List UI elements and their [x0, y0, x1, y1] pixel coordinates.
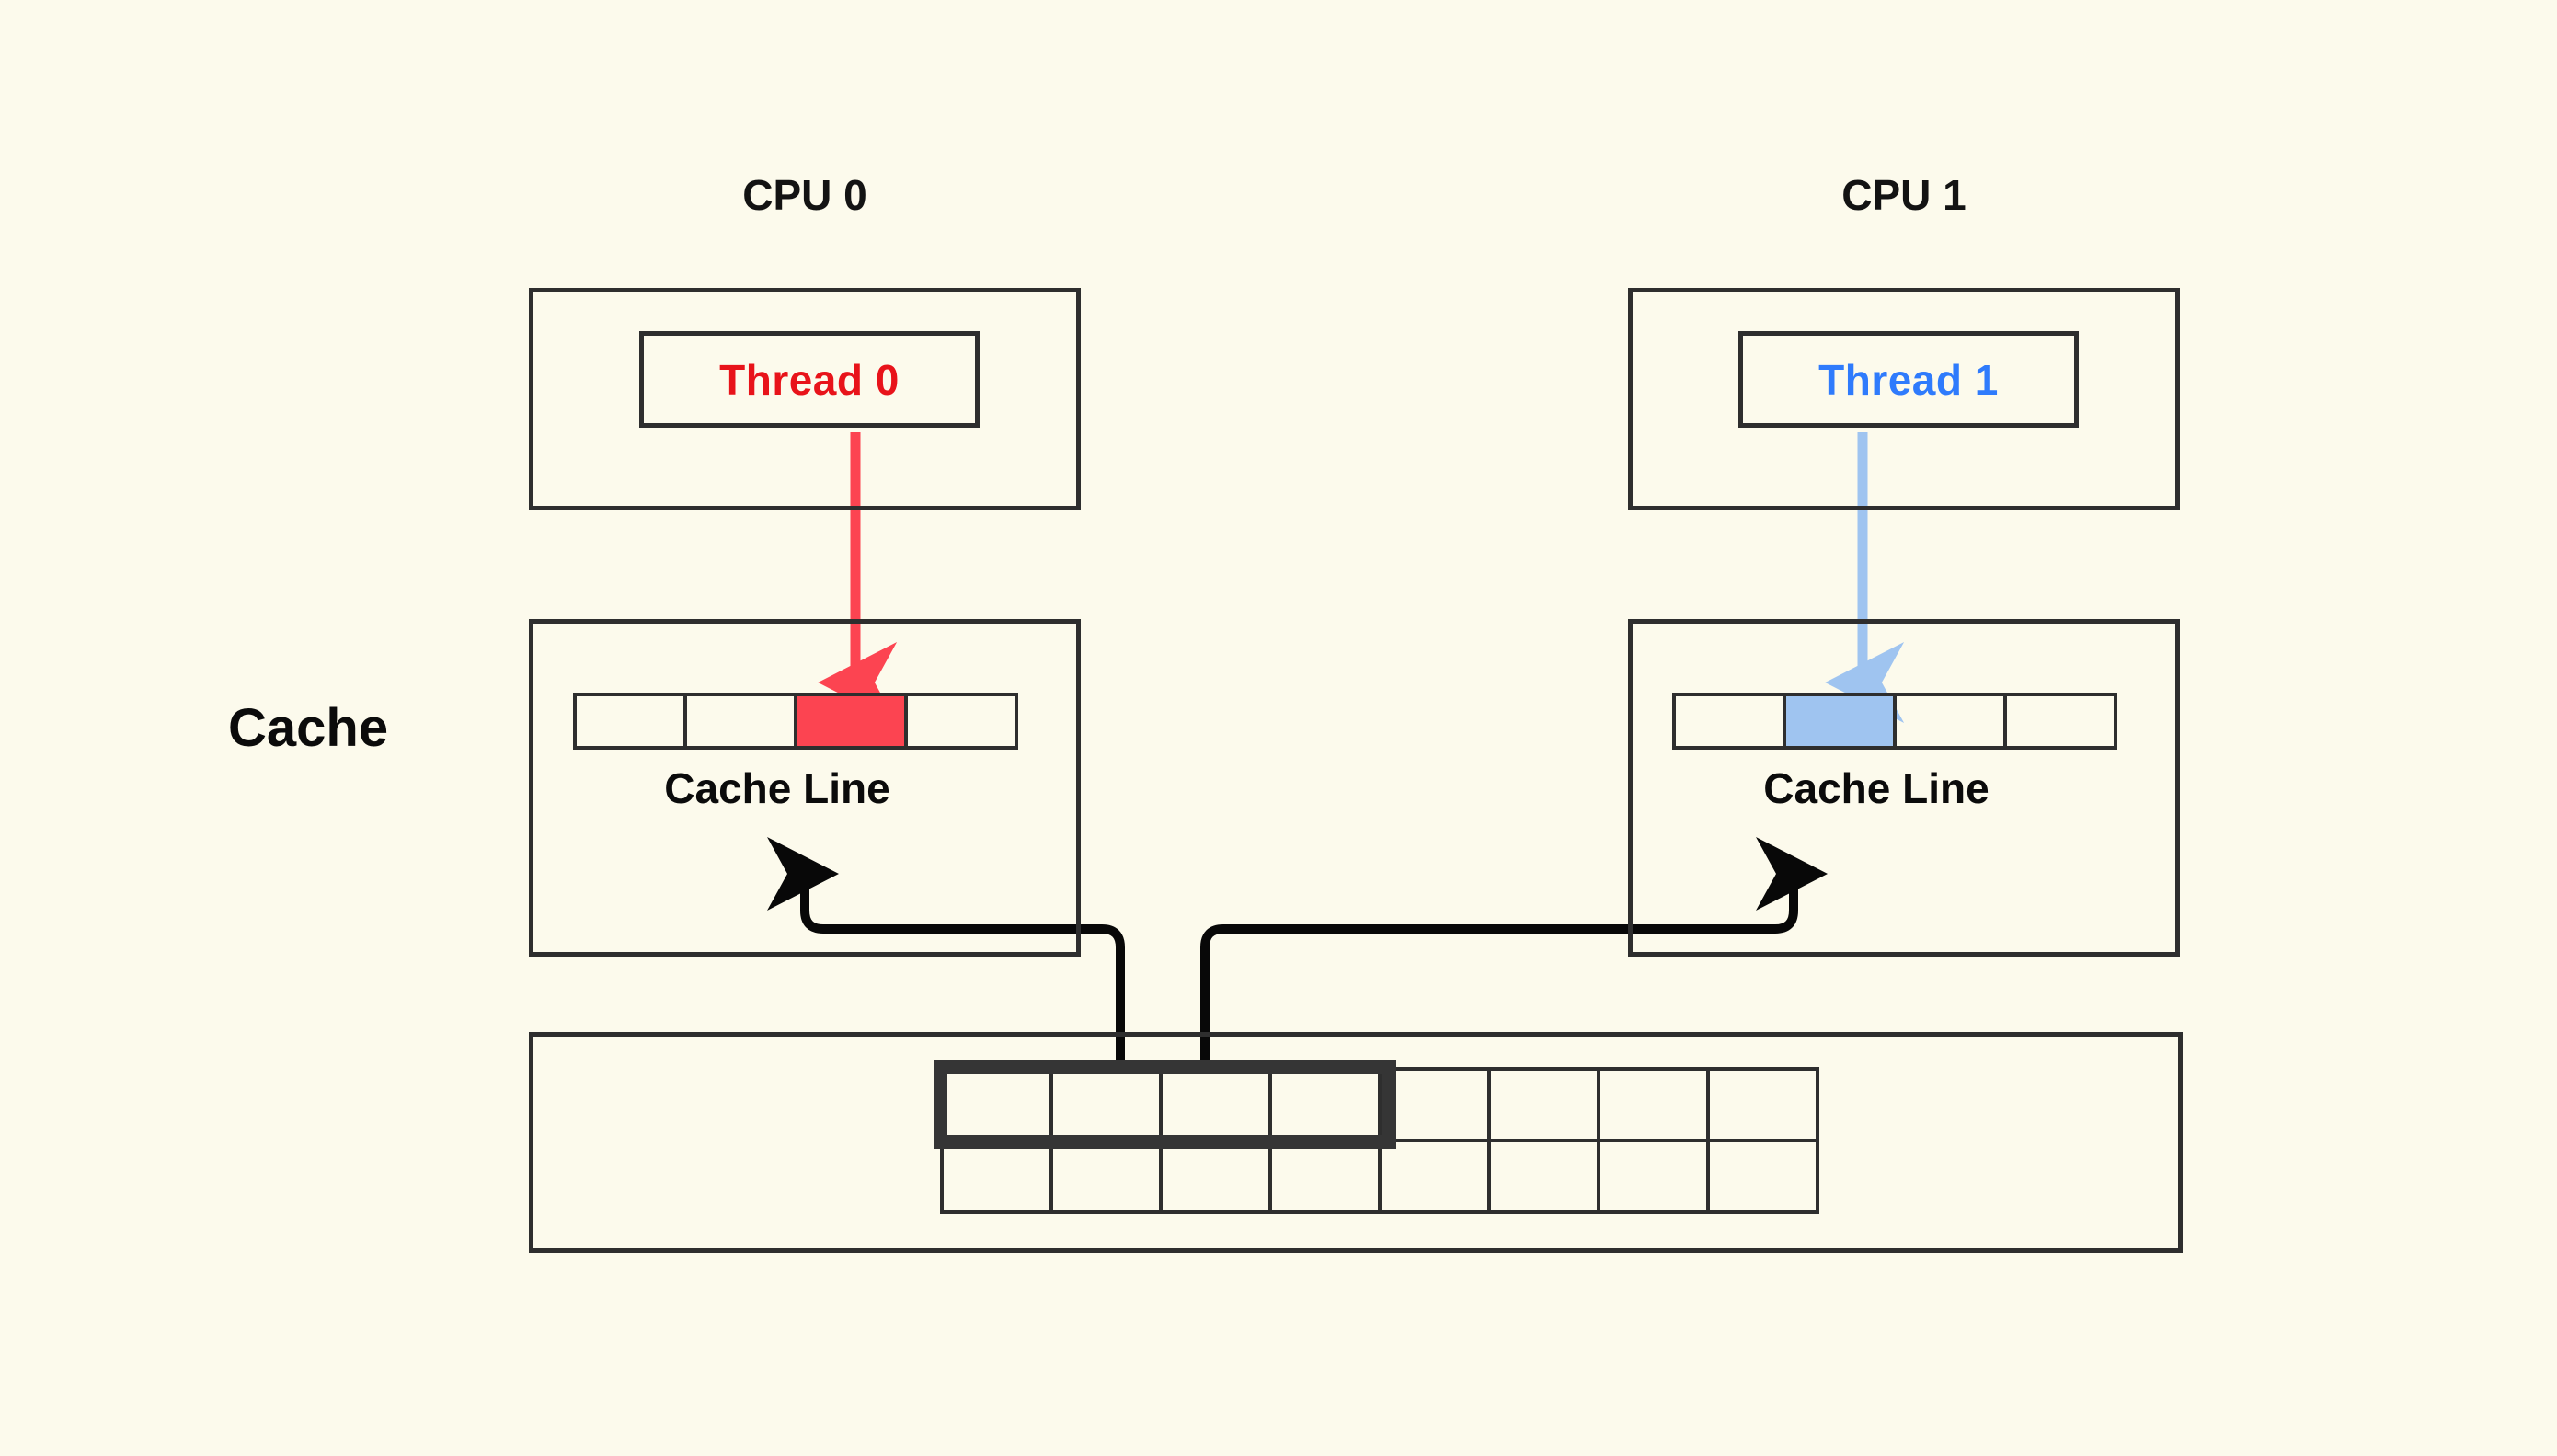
- cpu0-cache-cell-2[interactable]: [794, 693, 908, 750]
- cpu1-cache-line: [1672, 693, 2117, 750]
- cpu0-cache-box: Cache Line: [529, 619, 1081, 957]
- memory-cell-0-4[interactable]: [1378, 1067, 1491, 1142]
- memory-cell-0-7[interactable]: [1706, 1067, 1819, 1142]
- memory-cell-1-5[interactable]: [1487, 1139, 1600, 1214]
- memory-cell-0-5[interactable]: [1487, 1067, 1600, 1142]
- memory-cell-0-3[interactable]: [1268, 1067, 1382, 1142]
- cpu0-cache-cell-3[interactable]: [904, 693, 1018, 750]
- memory-cell-0-2[interactable]: [1159, 1067, 1272, 1142]
- cpu1-cache-cell-0[interactable]: [1672, 693, 1786, 750]
- memory-cell-0-1[interactable]: [1049, 1067, 1163, 1142]
- memory-cell-1-0[interactable]: [940, 1139, 1053, 1214]
- memory-cell-1-3[interactable]: [1268, 1139, 1382, 1214]
- memory-cell-0-6[interactable]: [1597, 1067, 1710, 1142]
- memory-box: [529, 1032, 2183, 1253]
- cpu0-cache-cell-1[interactable]: [683, 693, 797, 750]
- memory-row-1: [940, 1139, 1819, 1214]
- memory-grid: [940, 1067, 1819, 1214]
- cpu0-box: Thread 0: [529, 288, 1081, 510]
- memory-cell-1-7[interactable]: [1706, 1139, 1819, 1214]
- thread0-box[interactable]: Thread 0: [639, 331, 980, 428]
- cpu1-cache-cell-3[interactable]: [2003, 693, 2117, 750]
- memory-cell-0-0[interactable]: [940, 1067, 1053, 1142]
- cpu1-cache-cell-1[interactable]: [1783, 693, 1897, 750]
- cpu1-cache-cell-2[interactable]: [1893, 693, 2007, 750]
- thread1-box[interactable]: Thread 1: [1738, 331, 2079, 428]
- memory-cell-1-2[interactable]: [1159, 1139, 1272, 1214]
- cpu0-cache-cell-0[interactable]: [573, 693, 687, 750]
- memory-cell-1-1[interactable]: [1049, 1139, 1163, 1214]
- thread0-label: Thread 0: [719, 355, 900, 404]
- memory-cell-1-6[interactable]: [1597, 1139, 1710, 1214]
- cpu1-cache-line-caption: Cache Line: [1763, 764, 1989, 812]
- memory-row-0: [940, 1067, 1819, 1142]
- cpu0-cache-line-caption: Cache Line: [664, 764, 890, 812]
- cpu0-title: CPU 0: [742, 171, 867, 219]
- cpu1-box: Thread 1: [1628, 288, 2180, 510]
- cpu1-cache-box: Cache Line: [1628, 619, 2180, 957]
- thread1-label: Thread 1: [1818, 355, 1999, 404]
- cpu1-title: CPU 1: [1841, 171, 1966, 219]
- cpu0-cache-line: [573, 693, 1018, 750]
- cache-section-label: Cache: [228, 698, 389, 758]
- memory-cell-1-4[interactable]: [1378, 1139, 1491, 1214]
